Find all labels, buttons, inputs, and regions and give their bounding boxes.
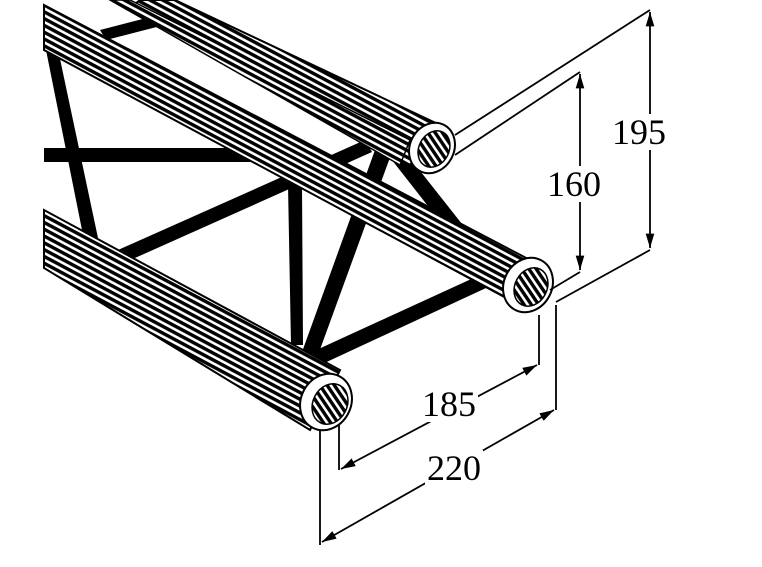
dimension-label-160: 160	[545, 164, 603, 204]
rear-chord	[43, 3, 554, 314]
dimension-label-185: 185	[420, 384, 478, 424]
top-chord	[108, 0, 456, 175]
dimension-lines	[319, 9, 655, 545]
dimension-label-195: 195	[610, 112, 668, 152]
dimension-label-220: 220	[425, 448, 483, 488]
